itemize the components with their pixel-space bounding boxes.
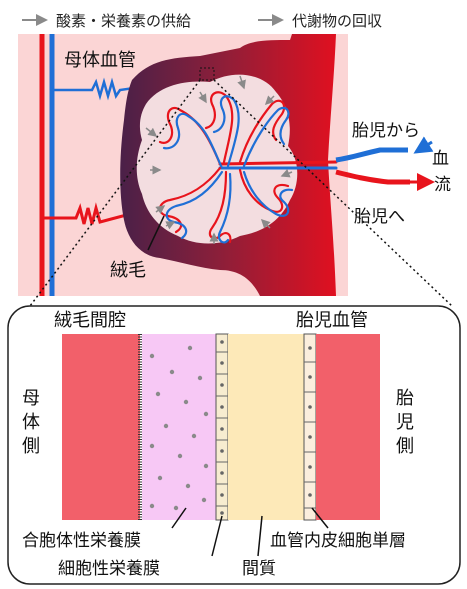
from-fetus-label: 胎児から <box>352 121 420 141</box>
stroma-label: 間質 <box>242 559 276 579</box>
blood-flow-label-2: 流 <box>434 175 451 195</box>
maternal-side-char-2: 体 <box>22 412 40 433</box>
zoomed-panel: 絨毛間腔 胎児血管 母 体 側 胎 児 側 合胞体性栄養膜 血管内皮細胞単層 細… <box>8 306 460 584</box>
legend-supply-label: 酸素・栄養素の供給 <box>56 12 191 30</box>
maternal-blood-layer <box>62 334 140 520</box>
fetal-side-char-1: 胎 <box>396 388 414 409</box>
syncytiotrophoblast-layer <box>142 334 216 520</box>
villus-label: 絨毛 <box>110 260 146 281</box>
legend: 酸素・栄養素の供給 代謝物の回収 <box>22 12 382 30</box>
endothelium-label: 血管内皮細胞単層 <box>270 531 406 551</box>
fetal-blood-layer <box>316 334 380 520</box>
maternal-side-char-1: 母 <box>22 388 40 409</box>
fetal-side-char-3: 側 <box>396 436 414 457</box>
fetal-vessel-label: 胎児血管 <box>296 310 368 331</box>
stroma-layer <box>228 334 304 520</box>
intervillous-space-label: 絨毛間腔 <box>54 310 126 331</box>
blood-flow-label-1: 血 <box>432 149 449 169</box>
syncytiotrophoblast-label: 合胞体性栄養膜 <box>22 531 141 551</box>
to-fetus-label: 胎児へ <box>354 207 405 227</box>
legend-removal-label: 代謝物の回収 <box>292 12 382 30</box>
maternal-side-char-3: 側 <box>22 436 40 457</box>
maternal-vessel-label: 母体血管 <box>64 50 136 71</box>
cytotrophoblast-label: 細胞性栄養膜 <box>58 559 160 579</box>
fetal-side-char-2: 児 <box>396 412 414 433</box>
placenta-illustration: 母体血管 胎児から 血 流 胎児へ 絨毛 <box>18 34 454 306</box>
